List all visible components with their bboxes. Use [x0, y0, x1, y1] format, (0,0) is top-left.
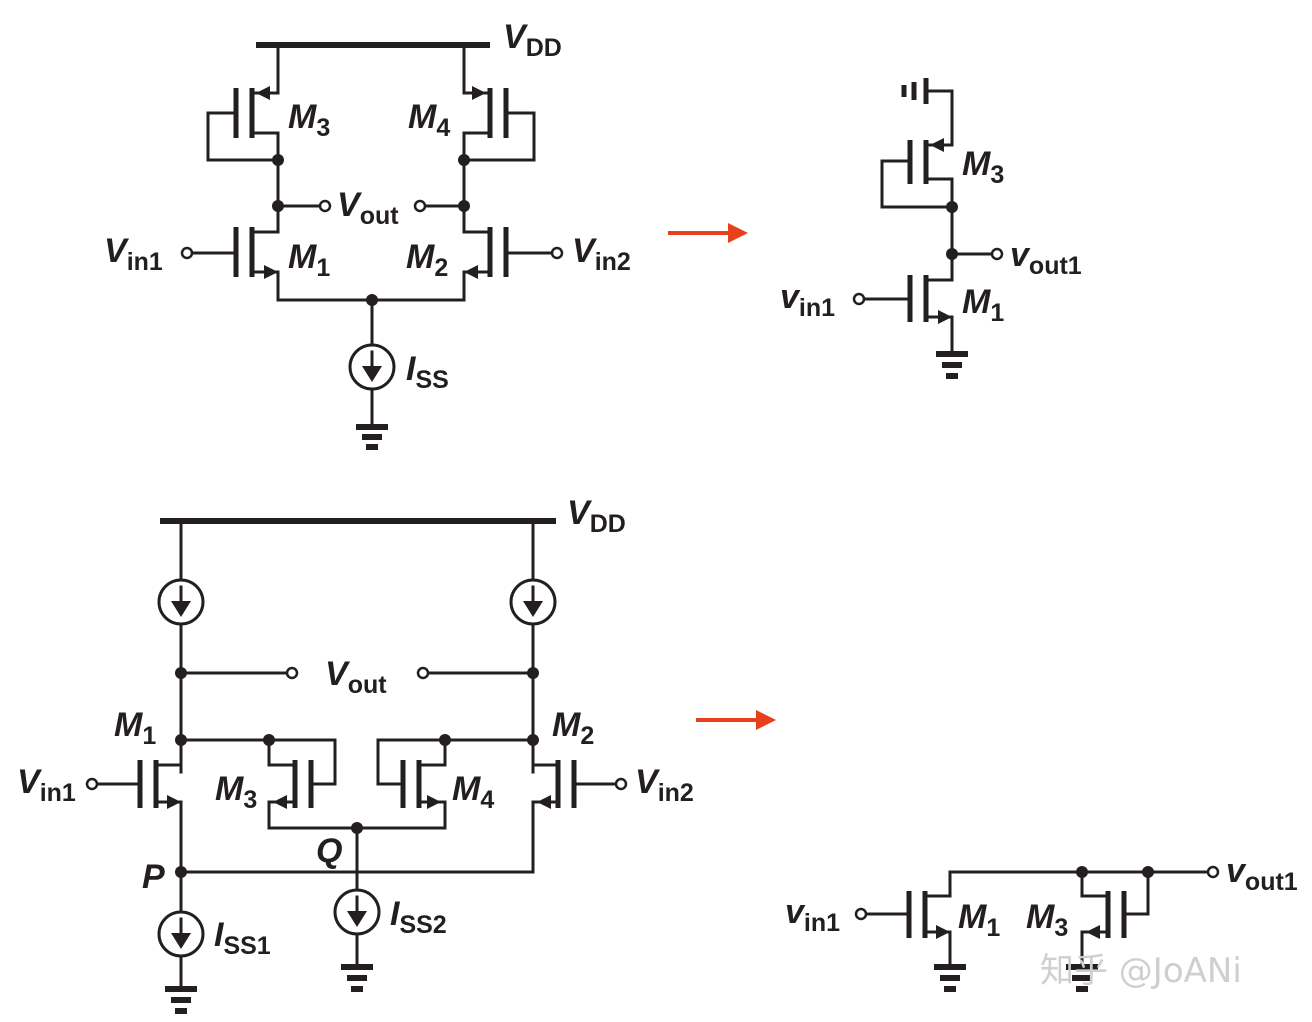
transistor-m1-bottom — [95, 760, 183, 874]
node-q-label: Q — [316, 832, 342, 870]
transform-arrow-bottom — [696, 710, 776, 730]
vdd-bottom-label: VDD — [567, 494, 626, 538]
vin2-pin — [550, 246, 564, 260]
transistor-m3-half — [880, 138, 954, 282]
vdd-label: VDD — [503, 18, 562, 62]
m3-half-label: M3 — [962, 145, 1004, 189]
iss1-label: ISS1 — [214, 916, 271, 960]
vin1-half-pin — [852, 292, 866, 306]
transistor-m1-half — [862, 275, 954, 354]
transistor-m1 — [190, 204, 280, 302]
m2-label: M2 — [406, 238, 448, 282]
bottom-left-circuit: VDD Vout M1 M2 — [17, 494, 694, 1014]
vin1-label: Vin1 — [104, 232, 163, 276]
transistor-m3-bottom — [267, 738, 337, 830]
vin1-bottom-pin — [85, 777, 99, 791]
transistor-m3 — [206, 43, 280, 207]
transistor-m4 — [462, 43, 536, 207]
transistor-m2-bottom — [531, 760, 618, 874]
current-source-iss1 — [157, 910, 205, 958]
transistor-m1-bottom-half — [864, 870, 952, 968]
bottom-right-circuit: vout1 vin1 M1 — [785, 852, 1298, 992]
vin1-bottom-half-pin — [854, 907, 868, 921]
m3-label: M3 — [288, 98, 330, 142]
vout-pin-right — [413, 199, 427, 213]
vout-label: Vout — [337, 186, 399, 230]
m1-source-arrow — [264, 265, 278, 279]
vin2-label: Vin2 — [572, 232, 631, 276]
vout-bottom-label: Vout — [325, 655, 387, 699]
current-source-iss2 — [333, 888, 381, 936]
m3-source-arrow — [256, 86, 270, 100]
transform-arrow-top — [668, 223, 748, 243]
transistor-m3-bottom-half — [1080, 870, 1150, 968]
m4-source-arrow — [472, 86, 486, 100]
vin1-bottom-half-label: vin1 — [785, 893, 840, 937]
vin2-bottom-label: Vin2 — [635, 763, 694, 807]
m3-bottom-label: M3 — [215, 770, 257, 814]
vout1-bottom-label: vout1 — [1226, 852, 1298, 896]
vout-pin-left — [318, 199, 332, 213]
ground-icon — [1066, 964, 1098, 992]
vout1-pin — [990, 247, 1004, 261]
ground-icon — [356, 424, 388, 450]
current-source-right — [509, 578, 557, 626]
vout-bottom-pin-left — [285, 666, 299, 680]
top-left-circuit: VDD M3 M4 — [104, 18, 631, 450]
m1-bottom-label: M1 — [114, 706, 156, 750]
vout1-label: vout1 — [1010, 236, 1082, 280]
m2-bottom-label: M2 — [552, 706, 594, 750]
ground-icon — [934, 964, 966, 992]
iss2-label: ISS2 — [390, 895, 447, 939]
transistor-m2 — [462, 204, 554, 302]
vin2-bottom-pin — [614, 777, 628, 791]
watermark: 知乎 @JoANi — [1040, 951, 1242, 991]
vout-bottom-pin-right — [416, 666, 430, 680]
transistor-m4-bottom — [376, 738, 447, 830]
ground-icon — [936, 351, 968, 379]
current-source-iss — [348, 343, 396, 391]
current-source-left — [157, 578, 205, 626]
m4-bottom-label: M4 — [452, 770, 494, 814]
ac-ground-icon — [901, 78, 929, 104]
top-right-circuit: M3 vout1 vin1 M1 — [780, 78, 1082, 379]
m4-label: M4 — [408, 98, 450, 142]
m3-bottom-half-label: M3 — [1026, 898, 1068, 942]
m1-half-label: M1 — [962, 283, 1004, 327]
m2-source-arrow — [464, 265, 478, 279]
ground-icon — [341, 964, 373, 992]
iss-label: ISS — [406, 350, 449, 394]
ground-icon — [165, 986, 197, 1014]
vout1-bottom-pin — [1206, 865, 1220, 879]
m1-label: M1 — [288, 238, 330, 282]
vin1-pin — [180, 246, 194, 260]
node-p-label: P — [142, 858, 165, 896]
m1-bottom-half-label: M1 — [958, 898, 1000, 942]
vin1-bottom-label: Vin1 — [17, 763, 76, 807]
vin1-half-label: vin1 — [780, 278, 835, 322]
